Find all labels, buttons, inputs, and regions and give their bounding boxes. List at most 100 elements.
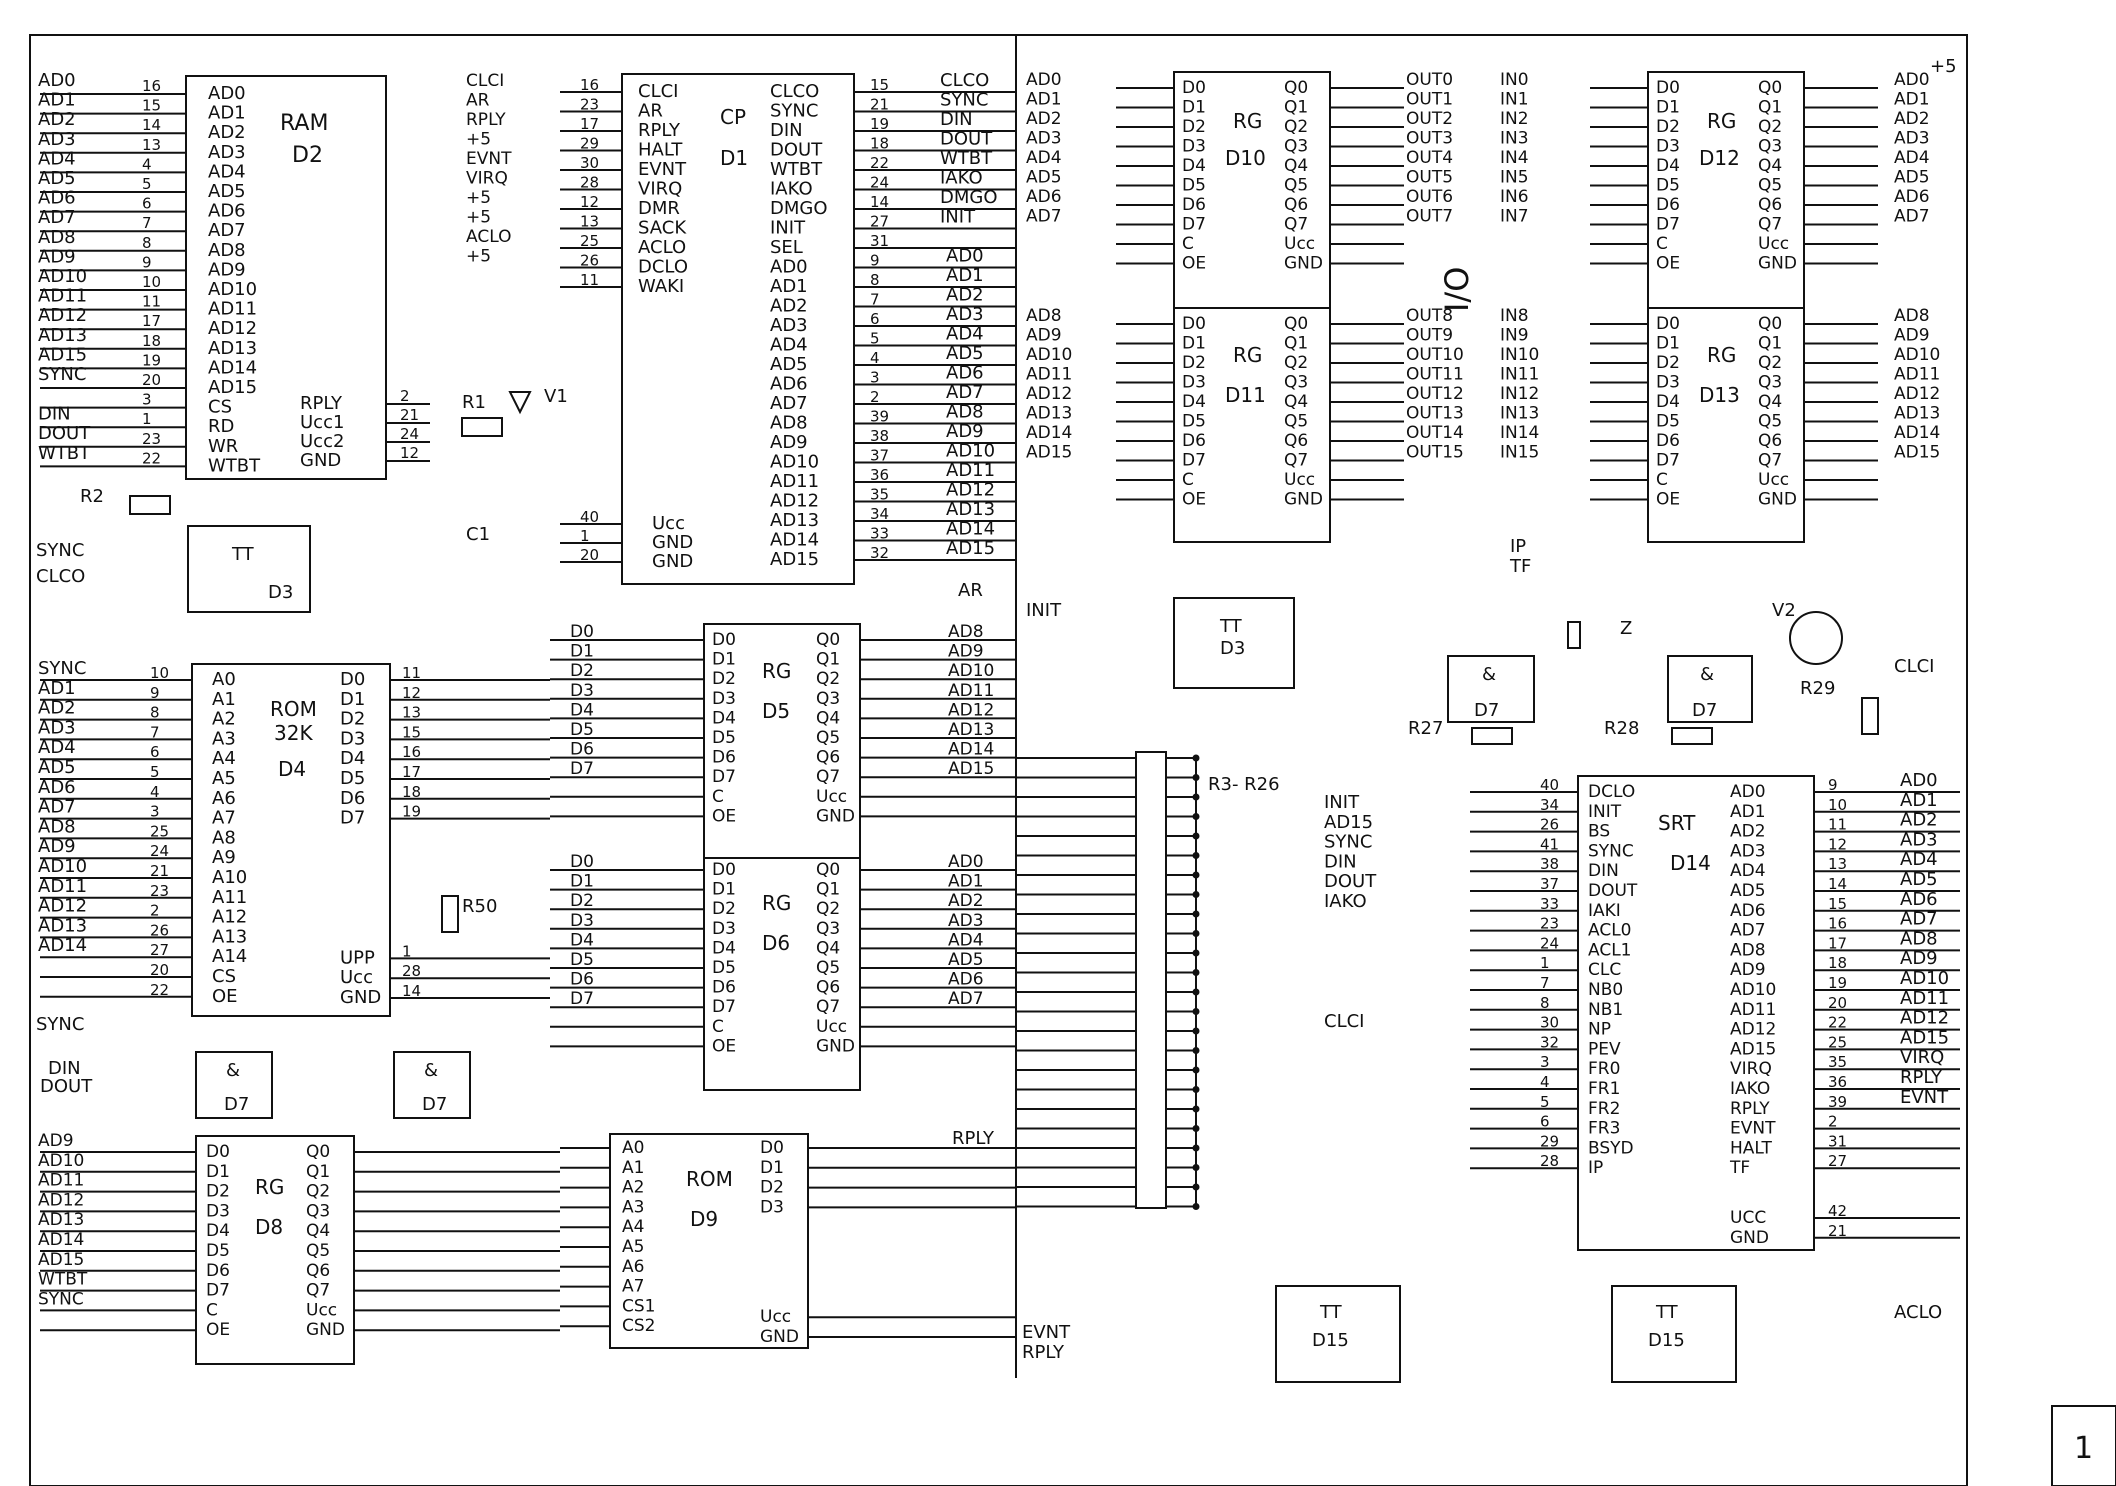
- rg-out-net: AD6: [1894, 187, 1930, 207]
- out-net: OUT8: [1406, 306, 1453, 326]
- rg-out-net: AD10: [1894, 345, 1940, 365]
- d15a-type: TT: [1319, 1302, 1343, 1323]
- d1-net: AR: [466, 91, 490, 111]
- d4-pin-num: 6: [150, 743, 160, 761]
- d5-pin: GND: [816, 806, 855, 826]
- rg-out-net: AD8: [948, 622, 984, 642]
- d6-pin: Q7: [816, 997, 840, 1017]
- d14-pin-num: 12: [1828, 835, 1847, 853]
- d1-pin-num: 29: [580, 135, 599, 153]
- d5-pin: D1: [712, 650, 736, 670]
- d14-pin-num: 35: [1828, 1053, 1847, 1071]
- d2-net-ad13: AD13: [38, 325, 87, 346]
- d13-pin: D2: [1656, 353, 1680, 373]
- out-net: OUT5: [1406, 168, 1453, 188]
- d4-pin-num: 7: [150, 723, 160, 741]
- d9-pin: CS1: [622, 1296, 655, 1316]
- d12-pin: D0: [1656, 78, 1680, 98]
- d4-pin-num: 27: [150, 941, 169, 959]
- d10-id: D10: [1225, 146, 1266, 170]
- d14-type: SRT: [1658, 811, 1696, 835]
- d2-pin-ad1: AD1: [208, 103, 246, 124]
- d14-pin: DCLO: [1588, 782, 1635, 802]
- d1-pin-clci: CLCI: [638, 81, 678, 102]
- d4-pin-num: 28: [402, 962, 421, 980]
- d6-pin: Q0: [816, 860, 840, 880]
- resistor-r27: [1471, 727, 1513, 745]
- in-net: IN14: [1500, 423, 1539, 443]
- d1-pin-num: 36: [870, 466, 889, 484]
- d11-pin: D1: [1182, 334, 1206, 354]
- d1-pin-dclo: DCLO: [638, 257, 688, 278]
- d4-net: SYNC: [38, 658, 86, 679]
- d1-pin-din: DIN: [770, 120, 803, 141]
- d14-pin: AD12: [1730, 1020, 1776, 1040]
- d1-net: RPLY: [466, 110, 506, 130]
- d8-pin: Q3: [306, 1201, 330, 1221]
- rg-out-net: AD4: [1894, 148, 1930, 168]
- d6-pin: Q3: [816, 919, 840, 939]
- crystal-z: [1567, 621, 1581, 649]
- chip-d14-srt: [1577, 775, 1815, 1251]
- d8-net: WTBT: [38, 1270, 88, 1290]
- d1-pin-num: 12: [580, 193, 599, 211]
- d8-pin: D7: [206, 1281, 230, 1301]
- d14-pin: TF: [1729, 1158, 1750, 1178]
- out-net: OUT14: [1406, 423, 1464, 443]
- d11-pin: Q7: [1284, 451, 1308, 471]
- d12-pin: Q7: [1758, 215, 1782, 235]
- d4-pin-num: 5: [150, 763, 160, 781]
- d14-pin-num: 25: [1828, 1033, 1847, 1051]
- d4-pin-num: 8: [150, 704, 160, 722]
- d14-pin-num: 26: [1540, 816, 1559, 834]
- rg-in-net: D4: [570, 700, 594, 720]
- d1-pin-num: 14: [870, 193, 889, 211]
- d4-pin-num: 22: [150, 981, 169, 999]
- rg-out-net: AD15: [1894, 443, 1940, 463]
- out-net: OUT9: [1406, 326, 1453, 346]
- d13-pin: GND: [1758, 490, 1797, 510]
- d8-net: AD15: [38, 1250, 84, 1270]
- d9-pin: A0: [622, 1138, 644, 1158]
- d13-pin: Q3: [1758, 373, 1782, 393]
- r28-label: R28: [1604, 718, 1639, 739]
- d1-pin-sack: SACK: [638, 218, 687, 239]
- out-net: OUT12: [1406, 384, 1464, 404]
- d14-pin: CLC: [1588, 960, 1621, 980]
- rg-in-net: AD3: [1026, 129, 1062, 149]
- rg-in-net: AD13: [1026, 404, 1072, 424]
- d14-net: AD7: [1900, 909, 1938, 930]
- d1-pin-num: 6: [870, 310, 880, 328]
- d6-pin: D0: [712, 860, 736, 880]
- d2-net-sync: SYNC: [38, 364, 86, 385]
- d1-pin-gnd: GND: [652, 532, 693, 553]
- out-net: OUT4: [1406, 148, 1453, 168]
- d1-pin-num: 27: [870, 213, 889, 231]
- d1-pin-ucc: Ucc: [652, 513, 685, 534]
- transistor-v2: [1789, 611, 1843, 665]
- out-net: OUT3: [1406, 129, 1453, 149]
- resistor-r28: [1671, 727, 1713, 745]
- d14-pin: AD3: [1730, 841, 1766, 861]
- d1-pin-num: 35: [870, 486, 889, 504]
- out-net: OUT11: [1406, 365, 1464, 385]
- d9-pin: D0: [760, 1138, 784, 1158]
- d14-pin-num: 11: [1828, 816, 1847, 834]
- d1-pin-num: 15: [870, 76, 889, 94]
- rg-in-net: AD7: [1026, 207, 1062, 227]
- d1-pin-num: 11: [580, 271, 599, 289]
- diode-v1: [508, 391, 532, 415]
- d2-pin-cs: CS: [208, 397, 232, 418]
- d2-pin-ad6: AD6: [208, 201, 246, 222]
- d13-pin: D1: [1656, 334, 1680, 354]
- d1-pin-dmr: DMR: [638, 198, 680, 219]
- generated-pins: AD016AD115AD214AD313AD44AD55AD66AD77AD88…: [38, 70, 1960, 1347]
- d4-pin: A2: [212, 709, 236, 730]
- d13-type: RG: [1707, 343, 1736, 367]
- d5-pin: D7: [712, 767, 736, 787]
- d14-pin-num: 5: [1540, 1093, 1550, 1111]
- rg-in-net: D3: [570, 911, 594, 931]
- in-net: IN6: [1500, 187, 1529, 207]
- d1-pin-ad9: AD9: [770, 432, 808, 453]
- d2-pin-ad11: AD11: [208, 299, 257, 320]
